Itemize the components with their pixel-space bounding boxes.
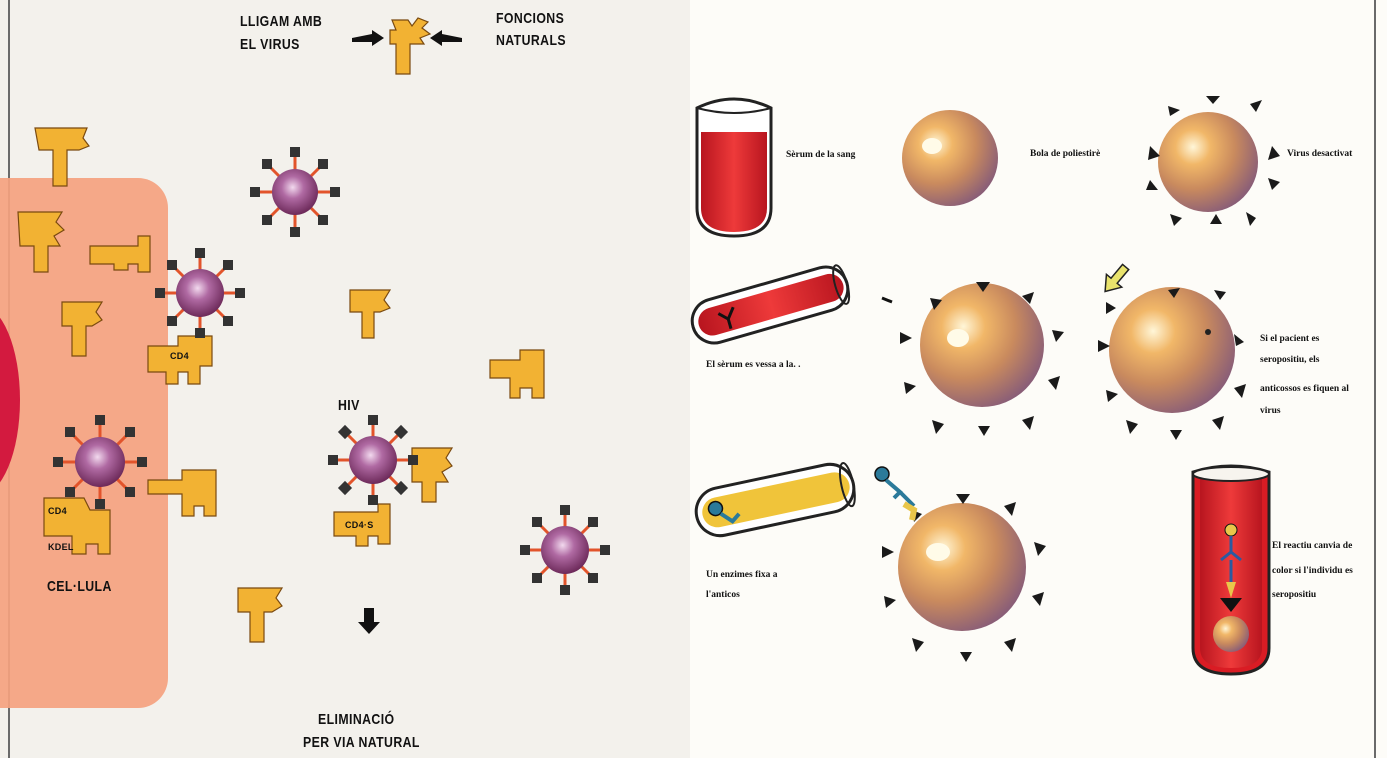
- label-functions-line2: NATURALS: [496, 32, 566, 49]
- caption-seropositive-1: Si el pacient es: [1260, 330, 1319, 349]
- reagent-tube: [1193, 466, 1269, 674]
- receptor-9: [238, 588, 282, 642]
- label-binding-line1: LLIGAM AMB: [240, 13, 322, 30]
- caption-reagent-2: color si l'individu es: [1272, 562, 1353, 581]
- label-cd4s: CD4·S: [345, 520, 374, 530]
- enzyme-antibody: [875, 467, 914, 520]
- caption-reagent-1: El reactiu canvia de: [1272, 537, 1352, 556]
- label-cd4-left: CD4: [48, 506, 67, 516]
- label-hiv: HIV: [338, 397, 360, 414]
- drip-mark: [882, 298, 892, 302]
- serum-tube-tilted: [687, 262, 853, 348]
- caption-enzyme-1: Un enzimes fixa a: [706, 566, 778, 585]
- caption-serum-poured: El sèrum es vessa a la. .: [706, 356, 800, 375]
- antibody-marker: [1097, 261, 1133, 298]
- label-kdel: KDEL: [48, 542, 74, 552]
- label-elimination-line1: ELIMINACIÓ: [318, 711, 395, 728]
- arrow-functions: [430, 30, 462, 46]
- caption-bead: Bola de poliestirè: [1030, 145, 1100, 164]
- virus-2: [155, 248, 245, 338]
- receptor-5: [350, 290, 390, 338]
- bead-virus: [1158, 112, 1258, 212]
- caption-virus: Virus desactivat: [1287, 145, 1352, 164]
- receptor-top: [390, 18, 430, 74]
- virus-3: [53, 415, 147, 509]
- enzyme-tube: [692, 460, 858, 540]
- receptor-6: [490, 350, 544, 398]
- caption-seropositive-4: virus: [1260, 402, 1281, 421]
- bead-plain: [902, 110, 998, 206]
- arrow-elimination: [358, 608, 380, 634]
- virus-hiv: [328, 415, 418, 505]
- arrow-binding: [352, 30, 384, 46]
- caption-enzyme-2: l'anticos: [706, 586, 740, 605]
- bead-antibody: [1109, 287, 1235, 413]
- label-binding-line2: EL VIRUS: [240, 36, 300, 53]
- caption-seropositive-3: anticossos es fiquen al: [1260, 380, 1349, 399]
- caption-reagent-3: seropositiu: [1272, 586, 1316, 605]
- serum-tube: [697, 99, 771, 236]
- bead-enzyme: [898, 503, 1026, 631]
- label-elimination-line2: PER VIA NATURAL: [303, 734, 420, 751]
- caption-serum: Sèrum de la sang: [786, 146, 855, 165]
- receptor-1: [35, 128, 89, 186]
- label-cell: CEL·LULA: [47, 578, 112, 595]
- caption-seropositive-2: seropositiu, els: [1260, 351, 1319, 370]
- label-cd4-top: CD4: [170, 351, 189, 361]
- virus-1: [250, 147, 340, 237]
- label-functions-line1: FONCIONS: [496, 10, 564, 27]
- virus-4: [520, 505, 610, 595]
